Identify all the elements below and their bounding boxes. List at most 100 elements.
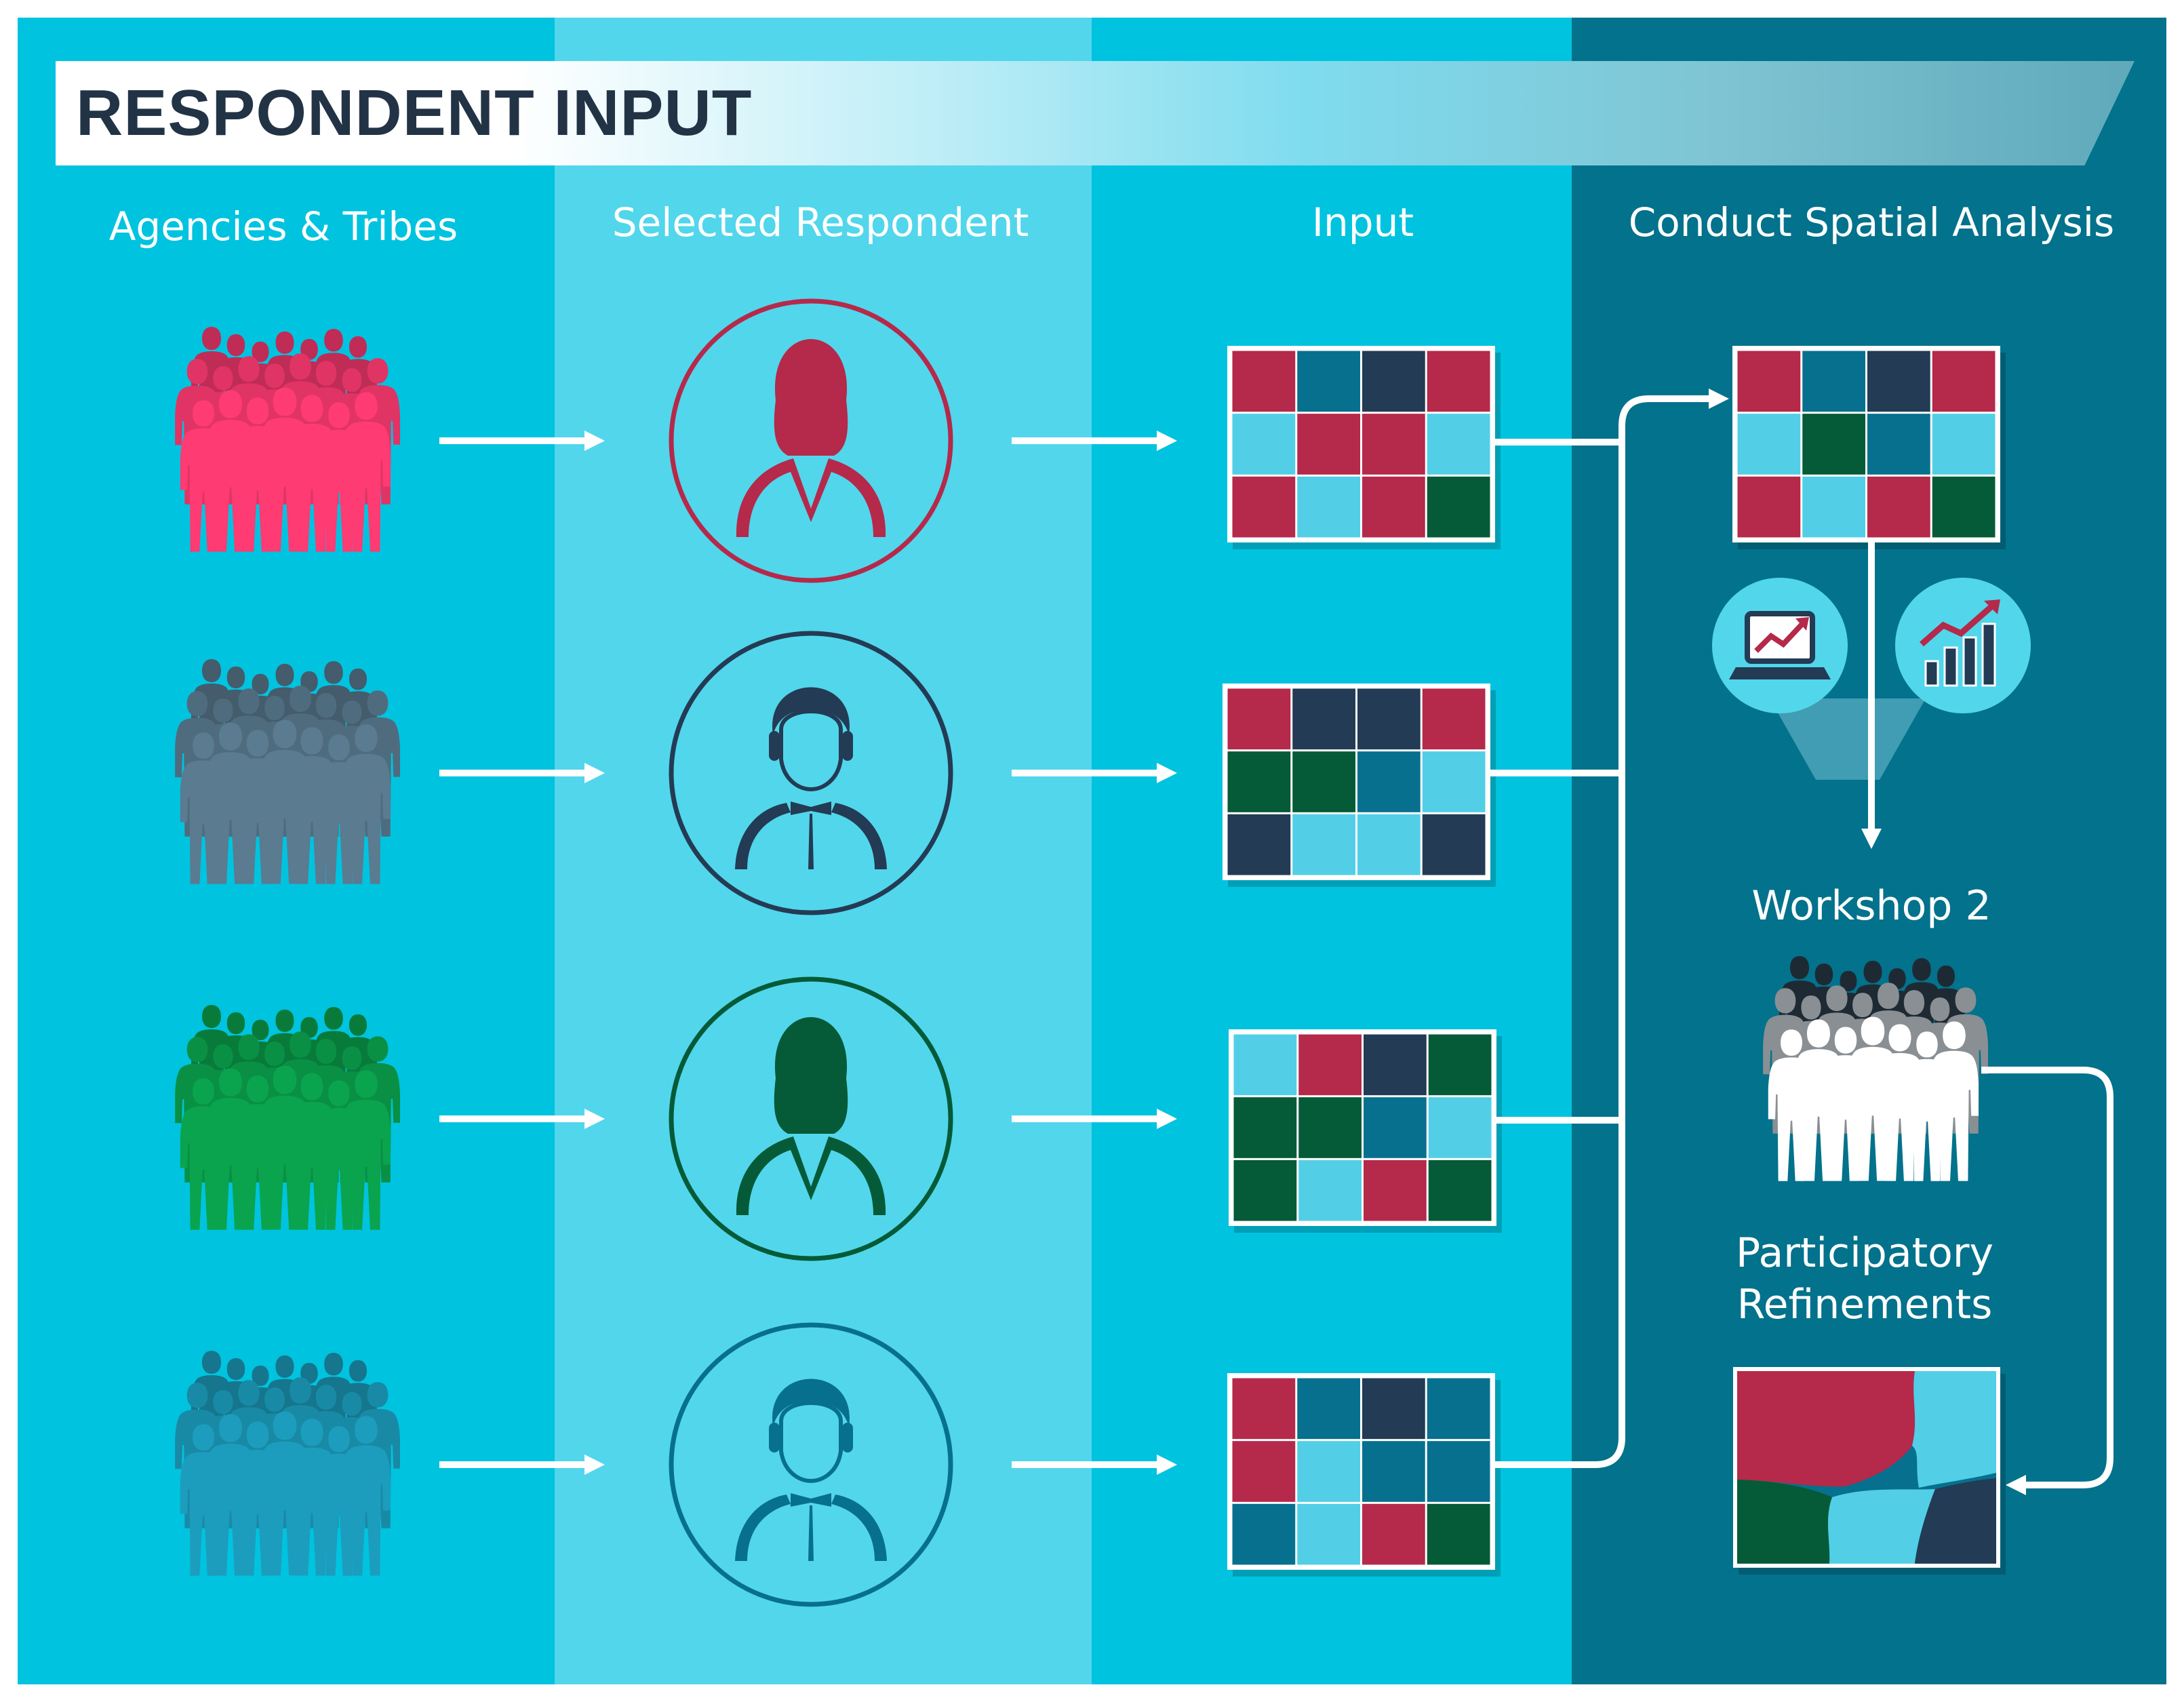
grid-cell: [1357, 751, 1421, 812]
respondent-face: [789, 1060, 833, 1131]
grid-cell: [1422, 688, 1486, 750]
crowd-group-4: [175, 1351, 400, 1576]
grid-cell: [1427, 414, 1490, 475]
respondent-ring: [669, 631, 953, 915]
grid-cell: [1297, 476, 1360, 538]
grid-cell: [1362, 351, 1425, 412]
grid-cell: [1232, 1503, 1296, 1565]
input-grid-2: [1223, 684, 1496, 887]
grid-cell: [1233, 1034, 1297, 1096]
column-respondent-bg: [555, 18, 1092, 1684]
grid-cell: [1298, 1034, 1362, 1096]
grid-cell: [1932, 476, 1996, 538]
grid-cell: [1292, 688, 1355, 750]
respondent-3: [669, 976, 953, 1261]
grid-cell: [1362, 1441, 1425, 1502]
input-grid-1: [1227, 346, 1501, 549]
grid-cell: [1427, 351, 1490, 412]
grid-cell: [1428, 1034, 1492, 1096]
grid-cell: [1357, 688, 1421, 750]
respondent-ear: [769, 731, 780, 761]
refinements-label-line1: Participatory: [1735, 1229, 1994, 1277]
grid-cell: [1357, 814, 1421, 875]
respondent-2: [669, 631, 953, 915]
respondent-face: [779, 1401, 843, 1484]
grid-cell: [1364, 1097, 1427, 1158]
map-region: [1912, 1371, 1996, 1488]
merge-connector: [1490, 399, 1721, 1468]
title-banner: [56, 61, 2135, 165]
laptop-chart-icon: [1712, 578, 1848, 713]
input-grid-4: [1227, 1373, 1501, 1577]
respondent-shoulder: [735, 803, 791, 869]
grid-cell: [1233, 1097, 1297, 1158]
column-header-input: Input: [1311, 199, 1414, 245]
grid-cell: [1737, 351, 1801, 412]
grid-cell: [1232, 1378, 1296, 1440]
respondent-ring: [669, 976, 953, 1261]
respondent-tie-line: [808, 814, 814, 869]
grid-cell: [1227, 751, 1291, 812]
grid-cell: [1232, 351, 1296, 412]
respondent-ear: [842, 1423, 853, 1452]
grid-cell: [1867, 476, 1930, 538]
workshop-label: Workshop 2: [1751, 882, 1991, 930]
grid-cell: [1867, 351, 1930, 412]
respondent-body: [736, 458, 886, 537]
grid-cell: [1232, 1441, 1296, 1502]
respondent-tie-line: [808, 1505, 814, 1561]
bar: [1981, 622, 1996, 687]
respondent-shoulder: [831, 1495, 887, 1561]
laptop-base: [1729, 667, 1831, 679]
respondent-ring: [669, 1322, 953, 1607]
grid-cell: [1297, 1441, 1360, 1502]
grid-cell: [1362, 1378, 1425, 1440]
crowd-group-3: [175, 1005, 400, 1230]
grid-cell: [1297, 414, 1360, 475]
bar: [1924, 660, 1939, 687]
grid-cell: [1422, 814, 1486, 875]
grid-cell: [1422, 751, 1486, 812]
grid-cell: [1364, 1034, 1427, 1096]
refinements-label-line2: Refinements: [1736, 1281, 1993, 1328]
grid-cell: [1232, 414, 1296, 475]
page-title: RESPONDENT INPUT: [76, 77, 753, 149]
bar-chart-icon: [1895, 578, 2031, 713]
grid-cell: [1362, 1503, 1425, 1565]
workshop-crowd: [1763, 956, 1988, 1181]
respondent-shoulder: [735, 1495, 791, 1561]
bar: [1943, 646, 1958, 687]
grid-cell: [1867, 414, 1930, 475]
grid-cell: [1932, 414, 1996, 475]
respondent-1: [669, 298, 953, 583]
grid-cell: [1428, 1097, 1492, 1158]
bar-trend-line: [1920, 602, 1996, 647]
grid-cell: [1427, 1441, 1490, 1502]
column-header-respondent: Selected Respondent: [612, 199, 1029, 245]
laptop-screen: [1745, 611, 1815, 664]
icon-funnel: [1770, 698, 1926, 780]
crowd-group-1: [175, 327, 400, 552]
grid-cell: [1233, 1160, 1297, 1221]
grid-cell: [1298, 1097, 1362, 1158]
respondent-shoulder: [831, 803, 887, 869]
respondent-bowtie: [791, 801, 831, 815]
refinement-map: [1733, 1367, 2006, 1575]
analysis-grid: [1732, 346, 2006, 549]
grid-cell: [1292, 814, 1355, 875]
grid-cell: [1364, 1160, 1427, 1221]
grid-cell: [1227, 688, 1291, 750]
grid-cell: [1427, 1378, 1490, 1440]
grid-cell: [1737, 414, 1801, 475]
grid-cell: [1297, 1503, 1360, 1565]
grid-cell: [1428, 1160, 1492, 1221]
map-region: [1915, 1478, 1996, 1564]
grid-cell: [1232, 476, 1296, 538]
respondent-4: [669, 1322, 953, 1607]
grid-cell: [1802, 414, 1865, 475]
bar: [1962, 636, 1977, 687]
laptop-trend-line: [1754, 620, 1806, 653]
respondent-body: [736, 1136, 886, 1215]
